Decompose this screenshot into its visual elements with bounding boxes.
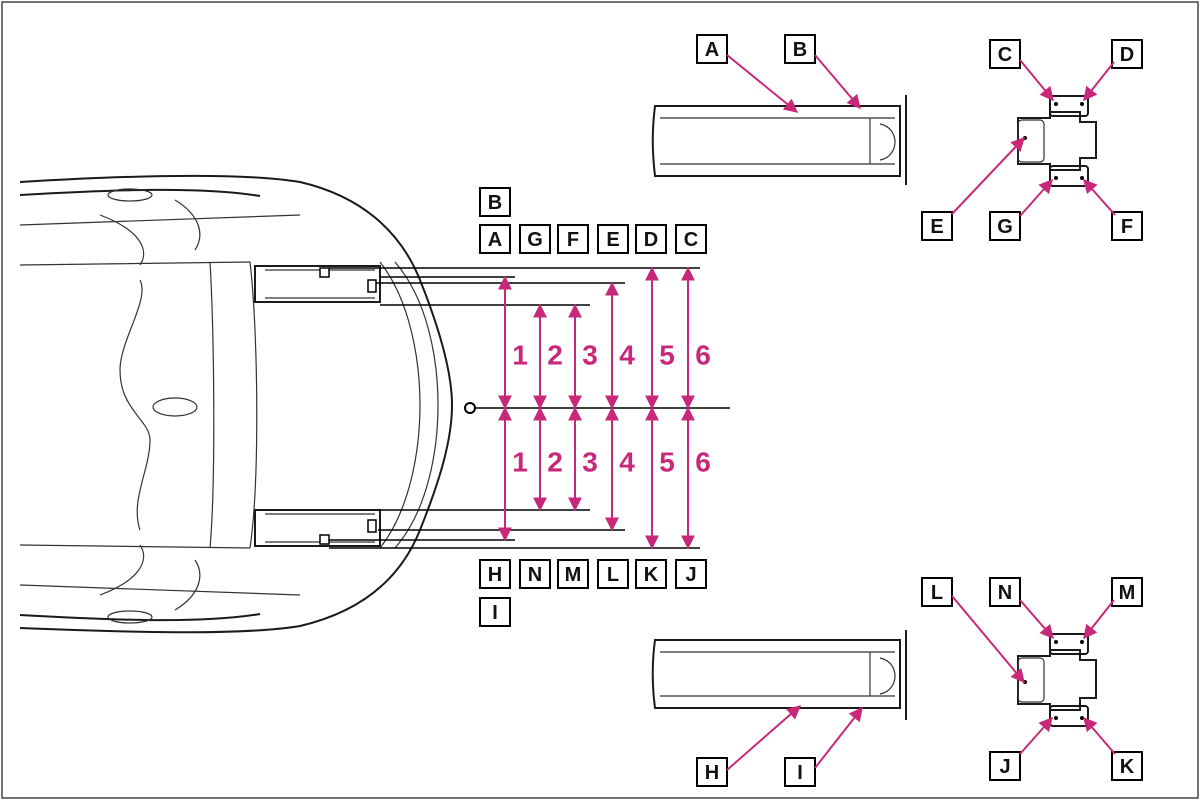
lower-mount-label-m-text: M: [1119, 582, 1136, 604]
lower-mount-label-n-text: N: [998, 582, 1012, 604]
top-label-extra-b-text: B: [488, 192, 502, 214]
lower-mount-label-j: J: [989, 751, 1021, 781]
upper-mount-label-g-text: G: [997, 216, 1013, 238]
leader-upper-mount-c: [1019, 59, 1054, 102]
upper-rail-label-a-text: A: [705, 39, 719, 61]
top-label-d: D: [635, 224, 667, 254]
callout-leaders: [726, 54, 1116, 771]
leader-upper-rail-b: [814, 54, 861, 110]
lower-mount-label-k: K: [1111, 751, 1143, 781]
dim-label-lower-5: 5: [659, 447, 675, 478]
leader-lower-rail-h: [726, 705, 802, 771]
upper-mount-label-f-text: F: [1121, 216, 1133, 238]
top-label-d-text: D: [644, 229, 658, 251]
dim-label-upper-3: 3: [582, 340, 598, 371]
top-label-c: C: [675, 224, 707, 254]
bottom-label-n: N: [519, 559, 551, 589]
top-label-e: E: [597, 224, 629, 254]
upper-mount-label-e: E: [921, 211, 953, 241]
lower-rail-label-h-text: H: [705, 762, 719, 784]
lower-mount-detail: [1017, 633, 1097, 727]
leader-lower-mount-k: [1083, 716, 1116, 755]
leader-upper-mount-e: [951, 136, 1025, 215]
leader-lower-mount-l: [951, 595, 1025, 684]
top-label-extra-b: B: [479, 187, 511, 217]
bottom-label-n-text: N: [528, 564, 542, 586]
lower-mount-label-k-text: K: [1120, 756, 1135, 778]
upper-rail-label-b: B: [784, 34, 816, 64]
bottom-label-l: L: [597, 559, 629, 589]
upper-rail-detail: [651, 95, 907, 185]
bottom-label-h: H: [479, 559, 511, 589]
leader-lower-rail-i: [814, 706, 863, 769]
upper-mount-label-e-text: E: [930, 216, 943, 238]
bottom-label-k-text: K: [644, 564, 659, 586]
bottom-label-j: J: [675, 559, 707, 589]
bottom-label-k: K: [635, 559, 667, 589]
dim-label-lower-3: 3: [582, 447, 598, 478]
leader-upper-mount-d: [1083, 61, 1115, 102]
dim-label-lower-6: 6: [695, 447, 711, 478]
lower-rail-detail: [651, 630, 907, 720]
upper-rail-label-a: A: [696, 34, 728, 64]
dim-label-lower-2: 2: [547, 447, 563, 478]
bottom-label-m: M: [557, 559, 589, 589]
upper-rail-label-b-text: B: [793, 39, 807, 61]
upper-mount-label-f: F: [1111, 211, 1143, 241]
dim-label-upper-5: 5: [659, 340, 675, 371]
bottom-label-l-text: L: [607, 564, 619, 586]
dim-label-lower-1: 1: [512, 447, 528, 478]
leader-lower-mount-j: [1019, 716, 1053, 755]
top-label-a-text: A: [488, 229, 502, 251]
lower-rail-label-i: I: [784, 757, 816, 787]
top-label-g: G: [519, 224, 551, 254]
top-label-a: A: [479, 224, 511, 254]
top-label-e-text: E: [606, 229, 619, 251]
top-label-f-text: F: [567, 229, 579, 251]
leader-upper-mount-f: [1083, 178, 1116, 216]
lower-mount-label-m: M: [1111, 577, 1143, 607]
leader-upper-mount-g: [1019, 178, 1053, 217]
dim-label-lower-4: 4: [619, 447, 635, 478]
bottom-label-extra-i: I: [479, 597, 511, 627]
bottom-label-m-text: M: [565, 564, 582, 586]
dim-label-upper-1: 1: [512, 340, 528, 371]
top-label-g-text: G: [527, 229, 543, 251]
upper-mount-label-c: C: [989, 39, 1021, 69]
vehicle-underbody: [19, 174, 454, 634]
lower-mount-label-l: L: [921, 577, 953, 607]
lower-mount-label-n: N: [989, 577, 1021, 607]
upper-mount-label-d: D: [1111, 39, 1143, 69]
dim-label-upper-2: 2: [547, 340, 563, 371]
upper-mount-label-g: G: [989, 211, 1021, 241]
leader-lower-mount-m: [1083, 599, 1115, 640]
upper-reference-lines: [329, 267, 700, 306]
dim-label-upper-6: 6: [695, 340, 711, 371]
upper-mount-label-d-text: D: [1120, 44, 1134, 66]
leader-upper-rail-a: [726, 54, 799, 113]
lower-rail-label-i-text: I: [797, 762, 803, 784]
top-label-f: F: [557, 224, 589, 254]
bottom-label-extra-i-text: I: [492, 602, 498, 624]
lower-rail-label-h: H: [696, 757, 728, 787]
dim-label-upper-4: 4: [619, 340, 635, 371]
upper-mount-label-c-text: C: [998, 44, 1012, 66]
top-label-c-text: C: [684, 229, 698, 251]
bottom-label-h-text: H: [488, 564, 502, 586]
bottom-label-j-text: J: [685, 564, 696, 586]
lower-mount-label-l-text: L: [931, 582, 943, 604]
upper-mount-detail: [1017, 95, 1097, 187]
leader-lower-mount-n: [1019, 599, 1054, 640]
lower-mount-label-j-text: J: [999, 756, 1010, 778]
